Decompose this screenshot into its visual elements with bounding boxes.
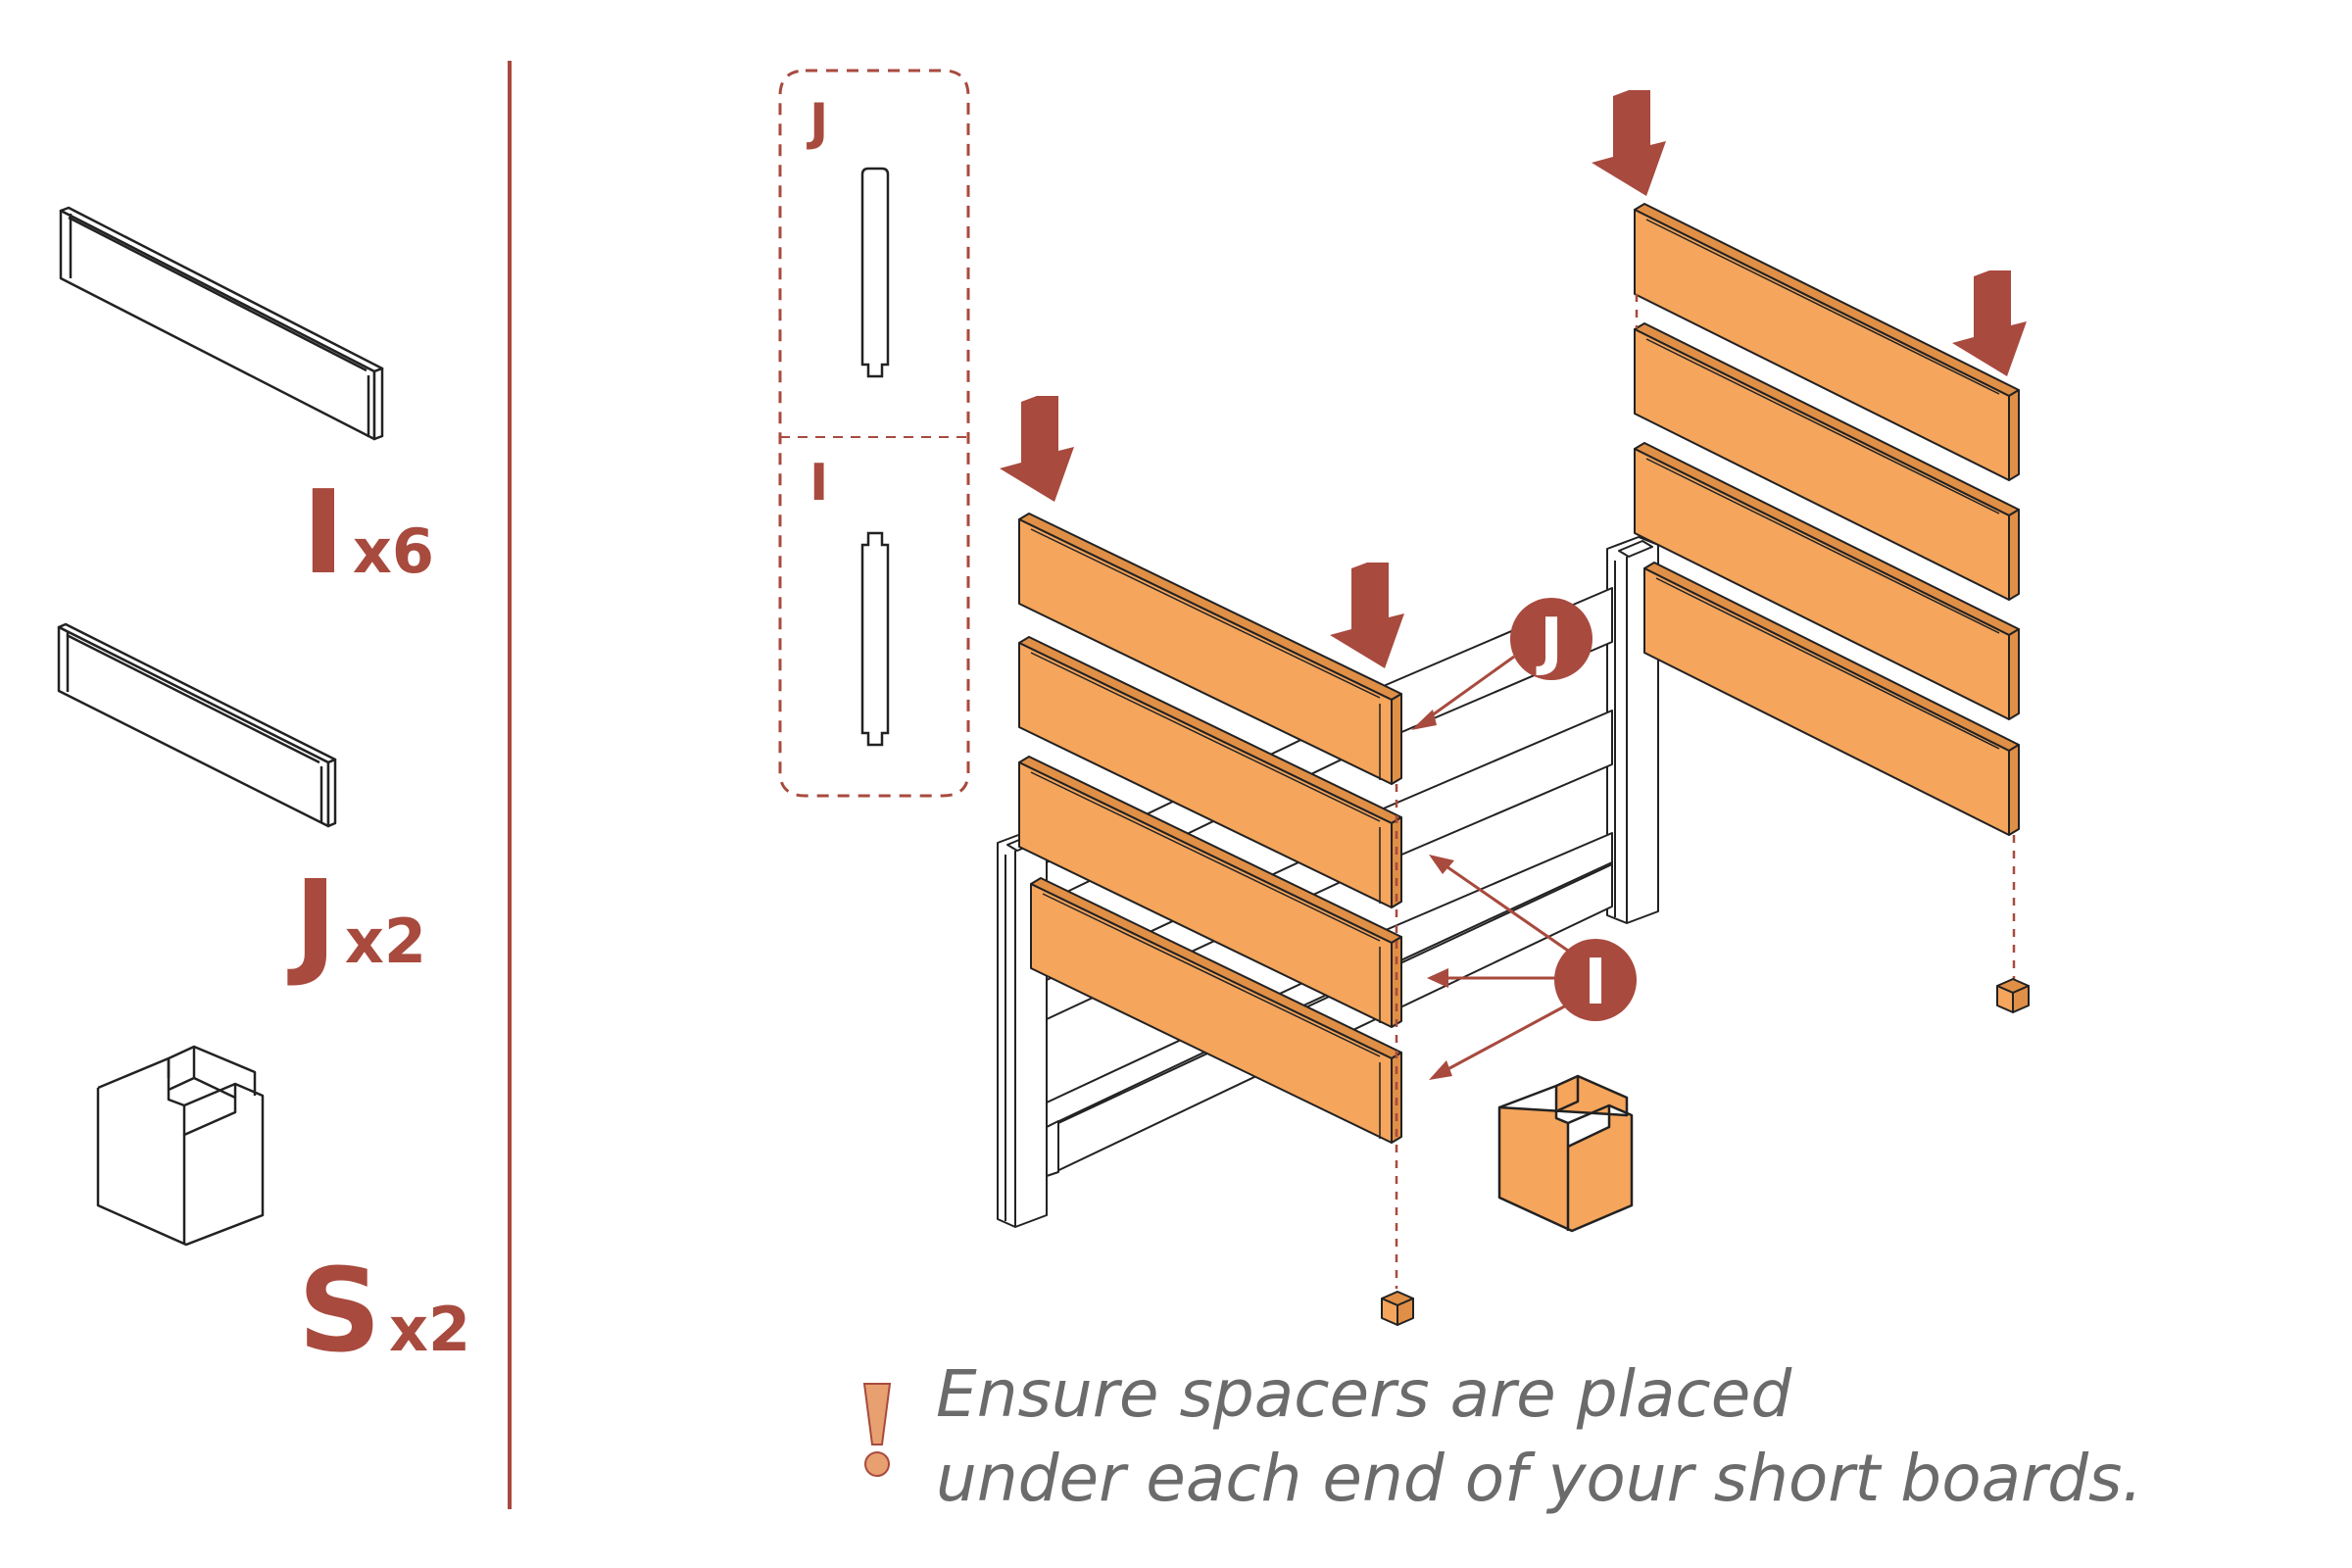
board-j-icon — [57, 622, 337, 828]
warning-exclamation-icon — [862, 1383, 892, 1477]
spacer-small-right — [1996, 978, 2030, 1013]
down-arrow-icon — [1000, 396, 1074, 502]
guide-lines — [1395, 294, 2016, 1289]
spacer-note: Ensure spacers are placed under each end… — [936, 1352, 2210, 1521]
orange-board-left-2 — [1018, 636, 1402, 908]
callout-j-circle: J — [1510, 598, 1592, 680]
callout-i-circle: I — [1554, 939, 1637, 1021]
note-line-1: Ensure spacers are placed — [936, 1356, 1792, 1432]
right-orange-boards — [1634, 203, 2020, 836]
detail-label-j: J — [807, 93, 828, 152]
spacer-s-icon — [96, 1045, 265, 1247]
i-profile-icon — [860, 531, 890, 747]
spacer-small-left — [1381, 1291, 1414, 1326]
board-i-icon — [59, 206, 384, 441]
orange-board-right-1 — [1634, 203, 2020, 481]
j-profile-icon — [860, 167, 890, 378]
note-line-2: under each end of your short boards. — [936, 1441, 2143, 1516]
orange-board-right-2 — [1634, 322, 2020, 601]
down-arrow-icon — [1592, 90, 1666, 196]
down-arrow-icon — [1952, 270, 2027, 376]
orange-board-left-3 — [1018, 756, 1402, 1028]
svg-text:I: I — [1584, 947, 1607, 1019]
callout-arrows — [1411, 655, 1569, 1080]
orange-board-right-3 — [1634, 442, 2020, 720]
profile-detail-box — [778, 69, 970, 798]
left-orange-boards — [1018, 513, 1402, 1144]
orange-board-left-1 — [1018, 513, 1402, 785]
detail-label-i: I — [809, 454, 828, 513]
orange-board-left-4 — [1030, 877, 1402, 1144]
svg-text:J: J — [1536, 606, 1563, 678]
down-arrow-icon — [1330, 563, 1404, 668]
spacer-orange-large — [1497, 1074, 1634, 1233]
orange-board-right-4 — [1643, 562, 2020, 836]
